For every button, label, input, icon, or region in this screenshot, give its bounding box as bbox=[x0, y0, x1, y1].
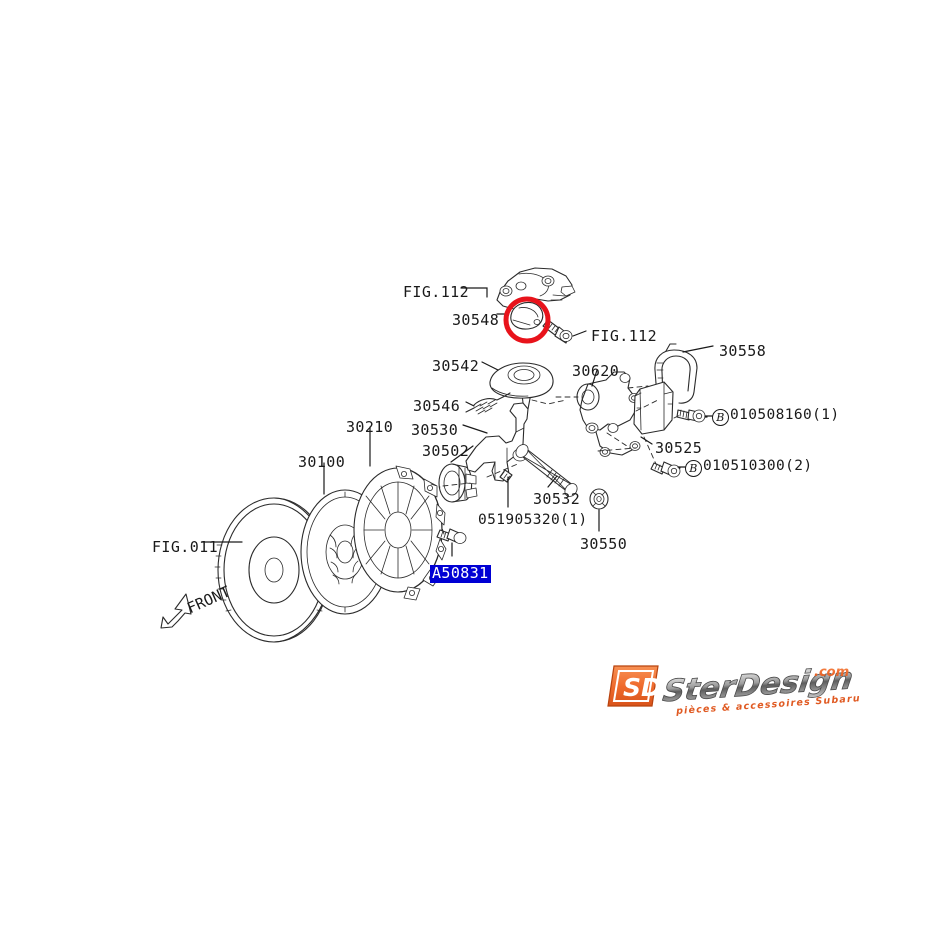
bolt-010508160-group bbox=[676, 409, 706, 423]
release-shaft-group bbox=[499, 444, 578, 497]
damper-block-group bbox=[633, 381, 674, 435]
label-051905320: 051905320(1) bbox=[478, 512, 588, 528]
operating-cylinder-group bbox=[576, 371, 641, 457]
label-30550: 30550 bbox=[580, 535, 628, 553]
label-30558: 30558 bbox=[719, 342, 767, 360]
svg-text:SD: SD bbox=[623, 673, 662, 702]
callout-010510300-text: 010510300(2) bbox=[703, 458, 813, 474]
b-circle-icon: B bbox=[712, 409, 729, 426]
shaft-nut-group bbox=[589, 488, 609, 510]
label-30542: 30542 bbox=[432, 357, 480, 375]
label-30525: 30525 bbox=[655, 439, 703, 457]
bolt-010510300-group bbox=[650, 461, 681, 478]
label-30100: 30100 bbox=[298, 453, 346, 471]
callout-010508160-text: 010508160(1) bbox=[730, 407, 840, 423]
label-30502: 30502 bbox=[422, 442, 470, 460]
logo-monogram-icon: SD bbox=[607, 665, 662, 707]
label-30210: 30210 bbox=[346, 418, 394, 436]
logo-tld-text: .com bbox=[814, 665, 849, 680]
label-a50831-selected[interactable]: A50831 bbox=[430, 564, 491, 583]
label-fig112-top: FIG.112 bbox=[403, 283, 470, 301]
release-bearing-group bbox=[438, 463, 478, 503]
b-circle-icon: B bbox=[685, 460, 702, 477]
assembly-axis-lines bbox=[430, 385, 683, 535]
upper-bracket-group bbox=[496, 267, 576, 330]
label-fig011: FIG.011 bbox=[152, 538, 219, 556]
label-fig112-right: FIG.112 bbox=[591, 327, 658, 345]
red-highlight-circle bbox=[503, 296, 551, 344]
label-30548: 30548 bbox=[452, 311, 500, 329]
label-30532: 30532 bbox=[533, 490, 581, 508]
return-spring-group bbox=[465, 392, 511, 415]
leader-lines bbox=[201, 287, 714, 557]
label-30620: 30620 bbox=[572, 362, 620, 380]
label-30546: 30546 bbox=[413, 397, 461, 415]
label-30530: 30530 bbox=[411, 421, 459, 439]
front-direction-arrow bbox=[160, 593, 192, 629]
clutch-fork-boot-group bbox=[489, 362, 554, 399]
sterdesign-watermark-logo: SD SterDesign .com pièces & accessoires … bbox=[598, 660, 870, 722]
cover-bolt-group bbox=[436, 528, 467, 544]
